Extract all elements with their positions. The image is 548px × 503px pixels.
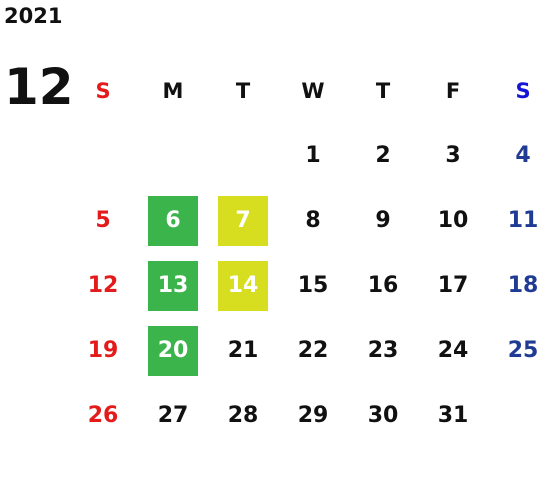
day-cell[interactable]: 13: [138, 253, 208, 318]
day-cell[interactable]: 10: [437, 208, 469, 233]
day-cell[interactable]: 21: [227, 338, 259, 363]
highlighted-day: 6: [148, 195, 198, 246]
day-cell[interactable]: 16: [367, 273, 399, 298]
highlighted-day: 14: [218, 260, 268, 311]
day-cell[interactable]: 14: [208, 253, 278, 318]
highlighted-day: 7: [218, 195, 268, 246]
highlighted-day: 20: [148, 325, 198, 376]
day-cell[interactable]: 22: [297, 338, 329, 363]
weekday-header-saturday: S: [515, 78, 531, 103]
weekday-header-thursday: T: [375, 78, 391, 103]
day-cell[interactable]: 29: [297, 403, 329, 428]
day-cell[interactable]: 5: [95, 208, 111, 233]
day-cell[interactable]: 24: [437, 338, 469, 363]
highlighted-day: 13: [148, 260, 198, 311]
day-cell[interactable]: 27: [157, 403, 189, 428]
empty-cell: [68, 123, 138, 188]
day-cell[interactable]: 8: [305, 208, 321, 233]
day-cell[interactable]: 23: [367, 338, 399, 363]
day-cell[interactable]: 9: [375, 208, 391, 233]
empty-cell: [208, 123, 278, 188]
day-cell[interactable]: 15: [297, 273, 329, 298]
day-cell[interactable]: 25: [507, 338, 539, 363]
day-cell[interactable]: 30: [367, 403, 399, 428]
day-cell[interactable]: 2: [375, 143, 391, 168]
weekday-header-sunday: S: [95, 78, 111, 103]
day-cell[interactable]: 11: [507, 208, 539, 233]
weekday-header-friday: F: [445, 78, 461, 103]
day-cell[interactable]: 6: [138, 188, 208, 253]
day-cell[interactable]: 26: [87, 403, 119, 428]
year-label: 2021: [4, 4, 63, 28]
day-cell[interactable]: 3: [445, 143, 461, 168]
month-number: 12: [4, 58, 74, 116]
day-cell[interactable]: 4: [515, 143, 531, 168]
day-cell[interactable]: 31: [437, 403, 469, 428]
weekday-header-monday: M: [162, 78, 184, 103]
day-cell[interactable]: 17: [437, 273, 469, 298]
weekday-header-tuesday: T: [235, 78, 251, 103]
day-cell[interactable]: 19: [87, 338, 119, 363]
day-cell[interactable]: 28: [227, 403, 259, 428]
day-cell[interactable]: 20: [138, 318, 208, 383]
day-cell[interactable]: 7: [208, 188, 278, 253]
weekday-header-wednesday: W: [301, 78, 325, 103]
empty-cell: [138, 123, 208, 188]
day-cell[interactable]: 18: [507, 273, 539, 298]
day-cell[interactable]: 12: [87, 273, 119, 298]
day-cell[interactable]: 1: [305, 143, 321, 168]
